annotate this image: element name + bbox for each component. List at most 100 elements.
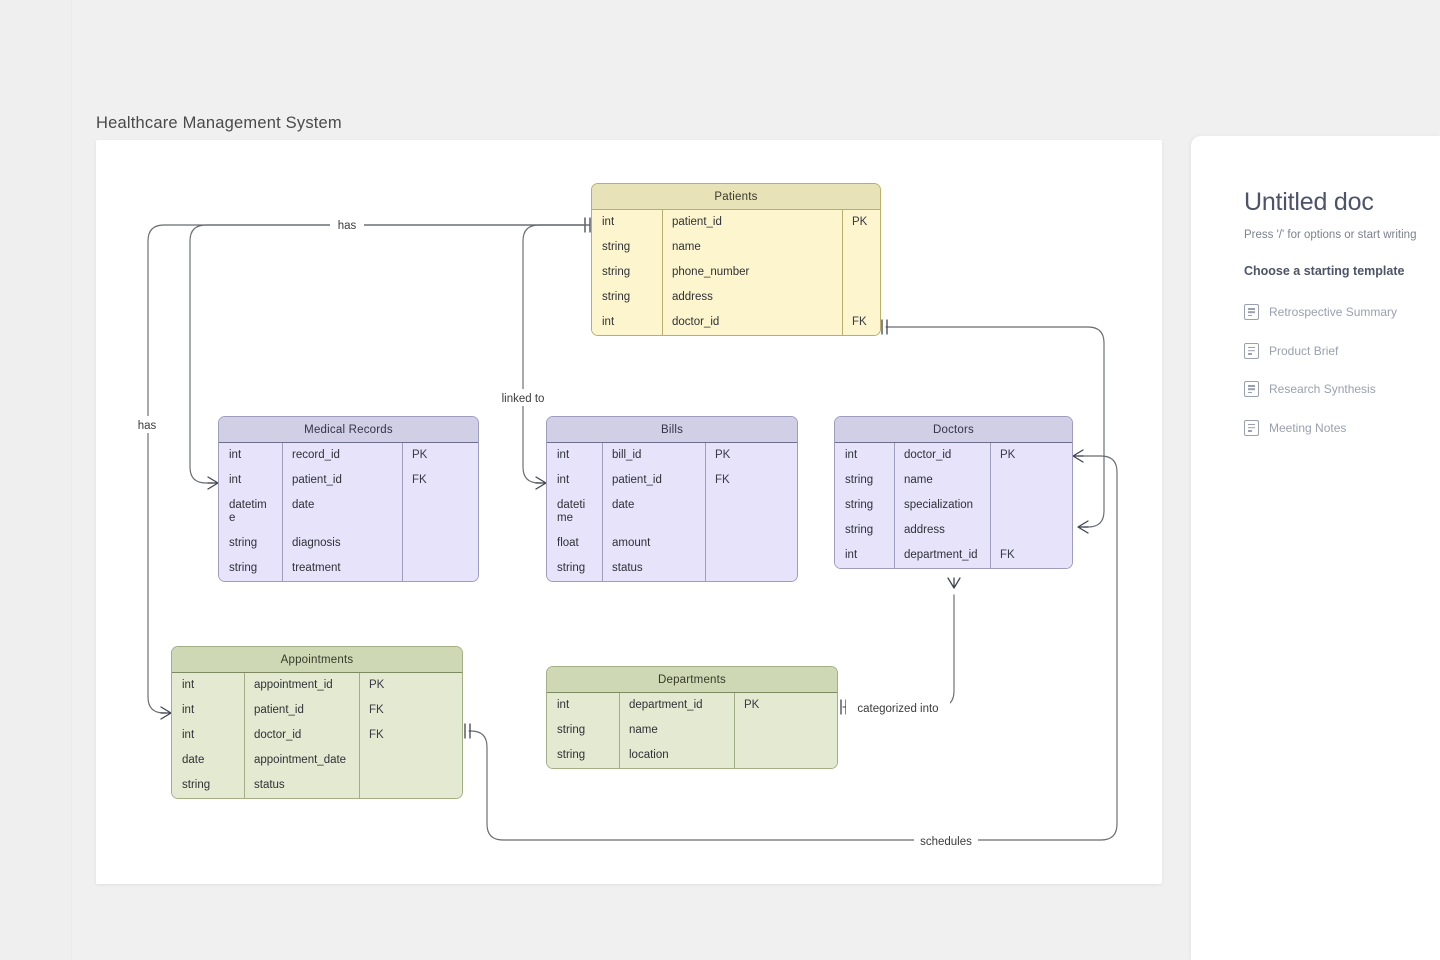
field-name: address bbox=[672, 291, 713, 303]
symbol-many-doctors-departments bbox=[947, 577, 961, 589]
field-key bbox=[990, 468, 1072, 480]
field-name: date bbox=[292, 499, 315, 511]
doc-placeholder-hint[interactable]: Press '/' for options or start writing bbox=[1244, 229, 1417, 241]
field-type: string bbox=[229, 537, 258, 549]
field-key: PK bbox=[715, 449, 731, 461]
left-rail bbox=[0, 0, 72, 960]
field-type: datetime bbox=[557, 499, 586, 524]
edge-categorized-into bbox=[842, 594, 955, 708]
field-name: department_id bbox=[629, 699, 703, 711]
field-name: doctor_id bbox=[672, 316, 720, 328]
diagram-canvas[interactable]: has has linked to categorized into sched… bbox=[96, 140, 1162, 884]
entity-title-bills: Bills bbox=[547, 417, 797, 443]
document-icon bbox=[1244, 342, 1259, 359]
field-name: bill_id bbox=[612, 449, 642, 461]
document-icon bbox=[1244, 304, 1259, 321]
field-key bbox=[402, 556, 478, 568]
symbol-many-doctors-schedules bbox=[1072, 449, 1084, 463]
template-item-meeting-notes[interactable]: Meeting Notes bbox=[1244, 409, 1440, 448]
entity-title-appointments: Appointments bbox=[172, 647, 462, 673]
document-icon bbox=[1244, 419, 1259, 436]
column-divider bbox=[662, 210, 663, 335]
field-type: string bbox=[602, 241, 631, 253]
field-name: doctor_id bbox=[254, 729, 302, 741]
field-key: PK bbox=[369, 679, 385, 691]
entity-field-row[interactable]: int patient_id FK bbox=[172, 698, 462, 723]
edge-label-bg-linked bbox=[494, 389, 554, 406]
field-key: FK bbox=[715, 474, 730, 486]
field-key: FK bbox=[1000, 549, 1015, 561]
field-key bbox=[734, 743, 837, 755]
field-type: string bbox=[602, 266, 631, 278]
field-type: string bbox=[557, 724, 586, 736]
column-divider bbox=[359, 673, 360, 798]
template-item-product-brief[interactable]: Product Brief bbox=[1244, 332, 1440, 371]
template-item-retrospective-summary[interactable]: Retrospective Summary bbox=[1244, 293, 1440, 332]
field-key: FK bbox=[369, 704, 384, 716]
column-divider bbox=[705, 443, 706, 581]
template-item-label: Retrospective Summary bbox=[1269, 305, 1398, 320]
column-divider bbox=[602, 443, 603, 581]
symbol-many-appointments bbox=[160, 706, 172, 720]
symbol-one-one-patients-mr bbox=[584, 217, 591, 233]
field-name: status bbox=[612, 562, 643, 574]
edge-label-linked-to: linked to bbox=[502, 393, 545, 405]
field-type: int bbox=[182, 729, 195, 741]
field-key bbox=[734, 718, 837, 730]
field-key bbox=[402, 531, 478, 543]
field-key bbox=[359, 773, 462, 785]
template-item-research-synthesis[interactable]: Research Synthesis bbox=[1244, 370, 1440, 409]
field-type: int bbox=[229, 449, 242, 461]
column-divider bbox=[402, 443, 403, 581]
edge-label-bg-has-2 bbox=[132, 416, 166, 433]
field-name: patient_id bbox=[254, 704, 304, 716]
column-divider bbox=[894, 443, 895, 568]
field-key: PK bbox=[744, 699, 760, 711]
edge-label-bg-has-1 bbox=[330, 216, 364, 233]
doc-title[interactable]: Untitled doc bbox=[1244, 188, 1374, 216]
field-key: PK bbox=[852, 216, 868, 228]
field-type: string bbox=[845, 474, 874, 486]
field-type: int bbox=[182, 704, 195, 716]
field-type: int bbox=[602, 216, 615, 228]
field-name: address bbox=[904, 524, 945, 536]
